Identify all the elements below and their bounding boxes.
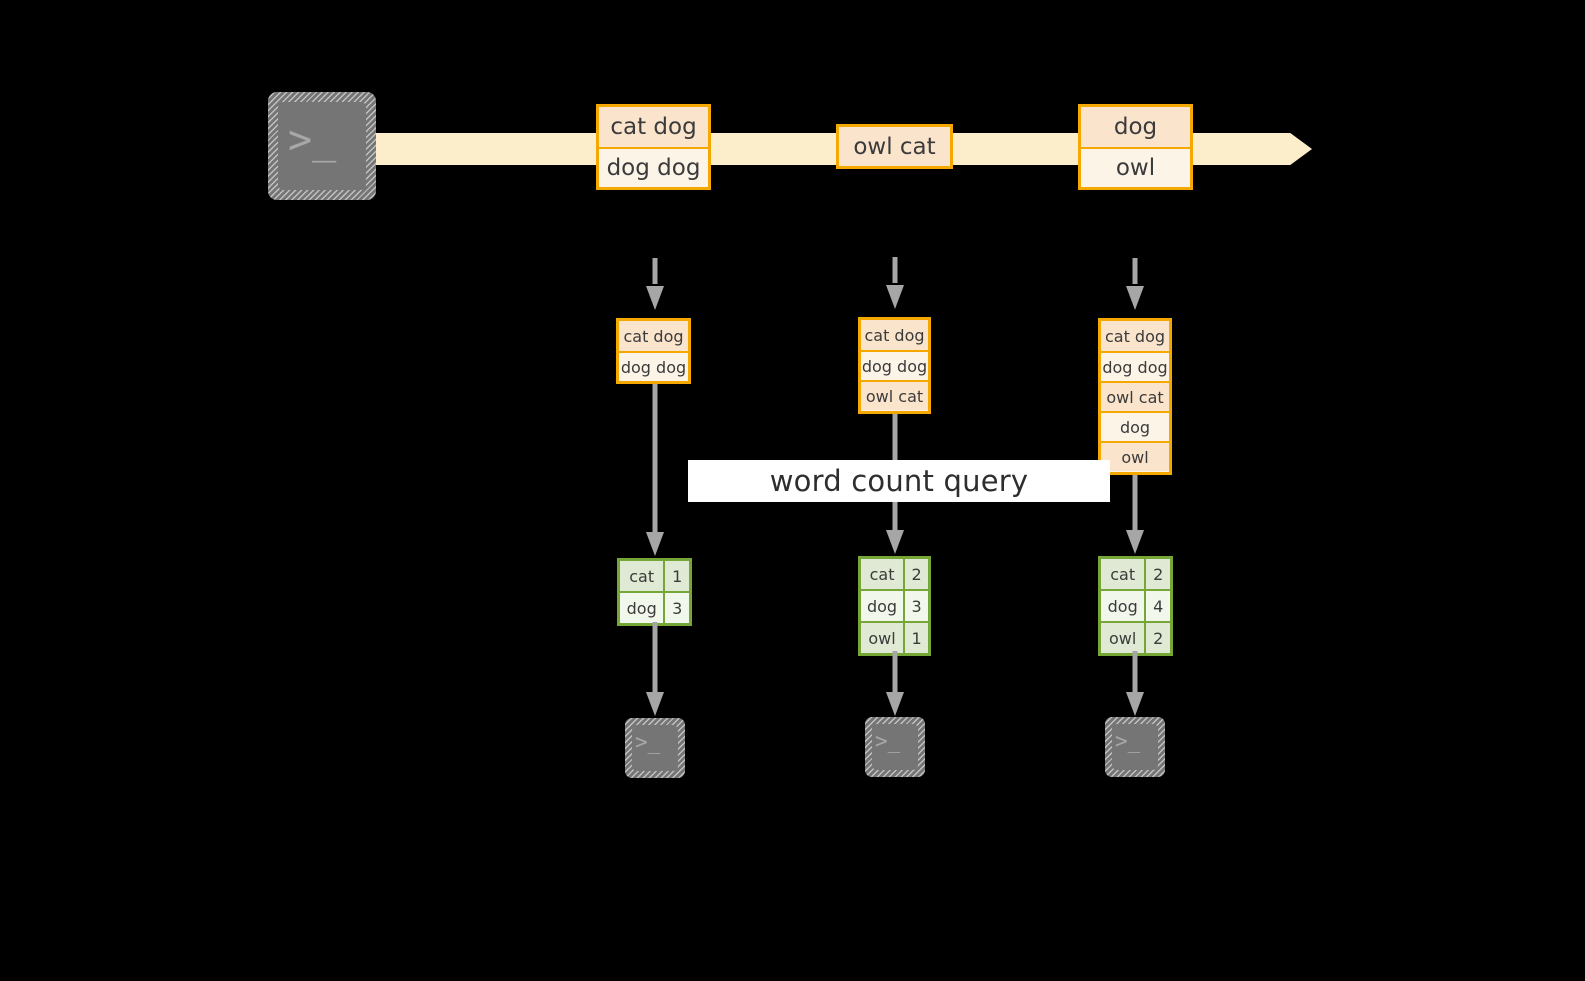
result-count: 1	[903, 623, 928, 653]
result-row: dog 3	[620, 591, 689, 623]
source-terminal-icon[interactable]: >_	[268, 92, 376, 200]
snapshot-to-result-arrow-3	[1125, 475, 1145, 558]
sink-terminal-icon-column-1[interactable]: >_	[625, 718, 685, 778]
stream-event-line: owl	[1081, 147, 1190, 187]
result-word: cat	[620, 561, 664, 591]
stream-to-snapshot-arrow-3	[1125, 258, 1145, 316]
terminal-screen	[1112, 724, 1158, 770]
snapshot-line: cat dog	[619, 321, 688, 351]
stream-event-group-2[interactable]: owl cat	[836, 124, 953, 169]
snapshot-line: dog dog	[619, 351, 688, 381]
snapshot-box-column-1[interactable]: cat dog dog dog	[616, 318, 691, 384]
terminal-prompt: >_	[875, 729, 901, 753]
result-row: owl 1	[861, 621, 928, 653]
result-count: 4	[1144, 591, 1170, 621]
result-count: 1	[663, 561, 689, 591]
snapshot-line: owl	[1101, 441, 1169, 471]
result-row: dog 4	[1101, 589, 1170, 621]
stream-event-group-1[interactable]: cat dog dog dog	[596, 104, 711, 190]
snapshot-line: owl cat	[1101, 381, 1169, 411]
result-table-column-2[interactable]: cat 2 dog 3 owl 1	[858, 556, 931, 656]
result-word: dog	[861, 591, 904, 621]
terminal-screen	[632, 725, 678, 771]
snapshot-line: dog	[1101, 411, 1169, 441]
result-row: dog 3	[861, 589, 928, 621]
stream-to-snapshot-arrow-2	[885, 257, 905, 315]
snapshot-box-column-2[interactable]: cat dog dog dog owl cat	[858, 317, 931, 414]
stream-event-line: owl cat	[839, 127, 950, 166]
result-row: owl 2	[1101, 621, 1170, 653]
result-row: cat 2	[1101, 559, 1170, 589]
stream-event-line: dog	[1081, 107, 1190, 147]
result-count: 2	[1144, 559, 1170, 589]
terminal-prompt: >_	[1115, 729, 1141, 753]
snapshot-box-column-3[interactable]: cat dog dog dog owl cat dog owl	[1098, 318, 1172, 475]
snapshot-line: dog dog	[861, 350, 928, 380]
result-word: cat	[861, 559, 904, 589]
result-to-sink-arrow-3	[1125, 651, 1145, 720]
result-word: owl	[1101, 623, 1145, 653]
snapshot-line: cat dog	[861, 320, 928, 350]
stream-event-group-3[interactable]: dog owl	[1078, 104, 1193, 190]
result-to-sink-arrow-1	[645, 622, 665, 720]
result-table-column-1[interactable]: cat 1 dog 3	[617, 558, 692, 626]
result-table-column-3[interactable]: cat 2 dog 4 owl 2	[1098, 556, 1173, 656]
terminal-screen	[872, 724, 918, 770]
query-label: word count query	[769, 464, 1029, 498]
result-row: cat 1	[620, 561, 689, 591]
snapshot-to-result-arrow-1	[645, 384, 665, 560]
result-word: dog	[620, 593, 664, 623]
stream-to-snapshot-arrow-1	[645, 258, 665, 316]
snapshot-line: owl cat	[861, 380, 928, 410]
result-word: dog	[1101, 591, 1145, 621]
snapshot-line: dog dog	[1101, 351, 1169, 381]
result-word: owl	[861, 623, 904, 653]
result-to-sink-arrow-2	[885, 651, 905, 720]
sink-terminal-icon-column-2[interactable]: >_	[865, 717, 925, 777]
result-word: cat	[1101, 559, 1145, 589]
snapshot-line: cat dog	[1101, 321, 1169, 351]
result-count: 2	[903, 559, 928, 589]
terminal-screen	[278, 102, 366, 190]
terminal-prompt: >_	[288, 117, 337, 163]
result-count: 2	[1144, 623, 1170, 653]
terminal-prompt: >_	[635, 730, 661, 754]
stream-event-line: dog dog	[599, 147, 708, 187]
result-count: 3	[903, 591, 928, 621]
sink-terminal-icon-column-3[interactable]: >_	[1105, 717, 1165, 777]
result-row: cat 2	[861, 559, 928, 589]
result-count: 3	[663, 593, 689, 623]
query-banner: word count query	[688, 460, 1110, 502]
stream-event-line: cat dog	[599, 107, 708, 147]
